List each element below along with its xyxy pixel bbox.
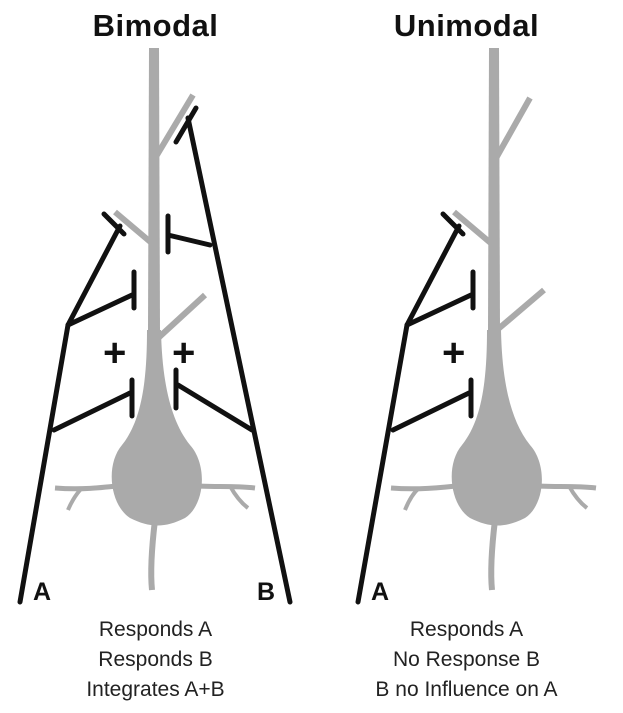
basal-dendrite	[68, 488, 82, 510]
unimodal-caption: Responds A No Response B B no Influence …	[311, 615, 622, 705]
bimodal-caption: Responds A Responds B Integrates A+B	[0, 615, 311, 705]
caption-line: B no Influence on A	[311, 675, 622, 705]
axon-initial	[151, 520, 155, 590]
input-a-pathway	[358, 214, 473, 602]
apical-dendrite	[488, 48, 500, 330]
caption-line: Responds A	[311, 615, 622, 645]
basal-dendrite	[405, 488, 419, 510]
caption-line: Responds B	[0, 645, 311, 675]
caption-line: Integrates A+B	[0, 675, 311, 705]
input-b-label: B	[257, 578, 275, 607]
dendrite-branch	[495, 98, 530, 160]
caption-line: No Response B	[311, 645, 622, 675]
input-a-label: A	[371, 578, 389, 607]
dendrite-branch	[497, 290, 544, 330]
plus-symbol-right: +	[172, 333, 195, 373]
input-a-label: A	[33, 578, 51, 607]
unimodal-diagram	[311, 0, 622, 713]
bimodal-panel: Bimodal	[0, 0, 311, 713]
basal-dendrite	[185, 485, 255, 488]
apical-dendrite	[148, 48, 160, 330]
plus-symbol: +	[442, 333, 465, 373]
basal-dendrite	[55, 485, 125, 489]
basal-dendrite	[391, 485, 465, 489]
basal-dendrite	[525, 485, 596, 488]
unimodal-panel: Unimodal + A Responds A No Response	[311, 0, 622, 713]
input-a-pathway	[20, 214, 134, 602]
caption-line: Responds A	[0, 615, 311, 645]
axon-initial	[491, 520, 495, 590]
plus-symbol-left: +	[103, 333, 126, 373]
